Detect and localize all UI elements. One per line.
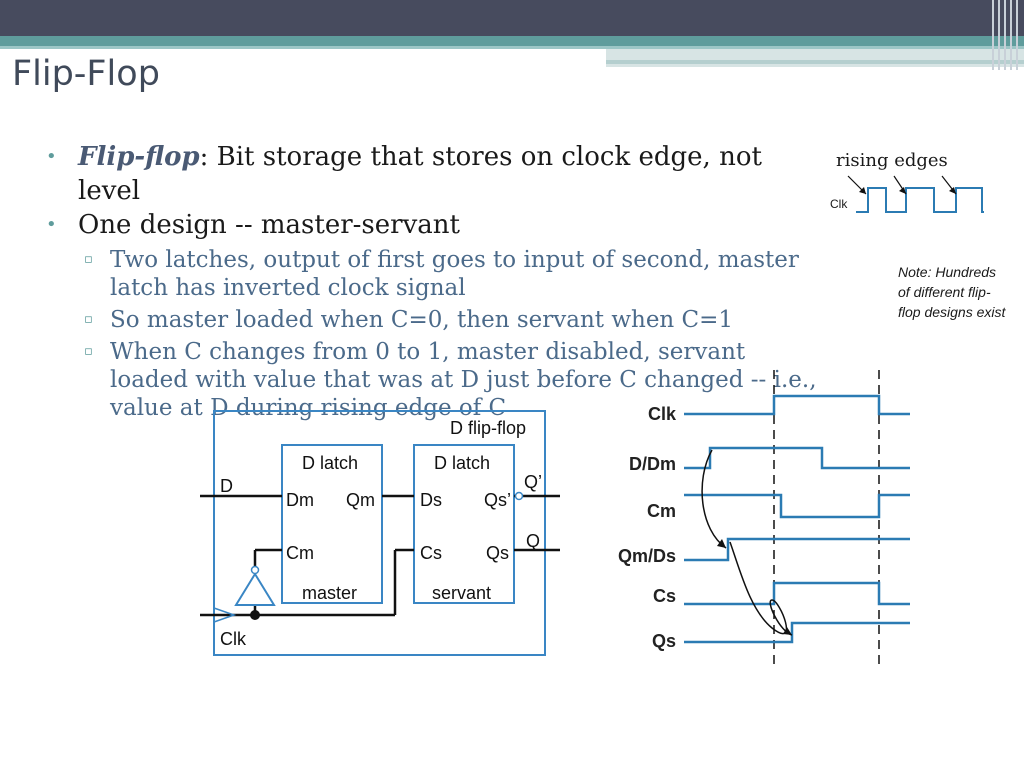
master-header: D latch	[302, 453, 358, 473]
timing-signal-label: Cs	[653, 586, 676, 606]
arrow-head-icon	[783, 627, 792, 635]
bullet-item: • One design -- master-servant	[46, 208, 826, 242]
waveform-ddm	[684, 446, 910, 470]
accent-bar	[0, 36, 1024, 46]
inverter-gate-icon	[234, 572, 276, 606]
cm-pin-label: Cm	[286, 543, 314, 563]
note-text: Note: Hundreds of different flip-flop de…	[898, 264, 1006, 320]
sub-bullet-text: So master loaded when C=0, then servant …	[110, 307, 734, 333]
rising-clk-label: Clk	[830, 197, 848, 211]
q-output-label: Q	[526, 531, 540, 551]
sub-bullet-item: ▫ When C changes from 0 to 1, master dis…	[46, 338, 826, 422]
slide-title: Flip-Flop	[12, 54, 160, 94]
timing-signal-label: Qs	[652, 631, 676, 651]
servant-header: D latch	[434, 453, 490, 473]
sub-bullet-text: Two latches, output of first goes to inp…	[110, 247, 799, 301]
flip-flop-circuit: D flip-flop D latch D latch D Dm Qm Ds Q…	[200, 410, 560, 656]
timing-signal-label: D/Dm	[629, 454, 676, 474]
timing-signal-label: Clk	[648, 404, 677, 424]
cause-arrow	[701, 449, 727, 549]
waveform-qs	[684, 621, 910, 644]
master-name-label: master	[302, 583, 357, 603]
timing-signal-label: Cm	[647, 501, 676, 521]
bullet-text: : Bit storage that stores on clock edge,…	[78, 142, 762, 206]
bullet-dot-icon: •	[46, 146, 57, 167]
arrow-head-icon	[717, 539, 726, 548]
servant-name-label: servant	[432, 583, 491, 603]
qm-pin-label: Qm	[346, 490, 375, 510]
servant-latch-box	[413, 444, 515, 604]
waveform-cs	[684, 581, 910, 606]
sub-bullet-item: ▫ Two latches, output of first goes to i…	[46, 246, 826, 302]
qs-pin-label: Qs	[486, 543, 509, 563]
clk-input-label: Clk	[220, 629, 247, 649]
rising-edges-label: rising edges	[836, 150, 948, 171]
bullet-item: • Flip-flop: Bit storage that stores on …	[46, 140, 826, 208]
top-header-bar	[0, 0, 1024, 36]
waveform-clk	[684, 394, 910, 416]
flip-flop-outline	[213, 410, 546, 656]
rising-edges-waveform	[847, 175, 984, 213]
circuit-title: D flip-flop	[450, 418, 526, 438]
bullet-text: One design -- master-servant	[78, 210, 460, 240]
sub-bullet-text: When C changes from 0 to 1, master disab…	[110, 339, 817, 421]
bullet-list: • Flip-flop: Bit storage that stores on …	[46, 140, 826, 422]
sub-bullet-square-icon: ▫	[84, 252, 93, 267]
cause-arrow	[729, 541, 793, 636]
dm-pin-label: Dm	[286, 490, 314, 510]
right-accent-strip	[606, 49, 1024, 67]
bullet-term: Flip-flop	[78, 142, 200, 172]
sub-bullet-item: ▫ So master loaded when C=0, then servan…	[46, 306, 826, 334]
qs-bar-pin-label: Qs’	[484, 490, 511, 510]
q-bar-output-label: Q’	[524, 472, 542, 492]
accent-bar-light	[0, 46, 1024, 49]
timing-signal-label: Qm/Ds	[618, 546, 676, 566]
master-latch-box	[281, 444, 383, 604]
ds-pin-label: Ds	[420, 490, 442, 510]
waveform-qmds	[684, 537, 910, 562]
d-input-label: D	[220, 476, 233, 496]
cs-pin-label: Cs	[420, 543, 442, 563]
corner-stripes	[990, 0, 1024, 70]
sub-bullet-square-icon: ▫	[84, 344, 93, 359]
right-accent-strip-line	[606, 60, 1024, 64]
sub-bullet-square-icon: ▫	[84, 312, 93, 327]
bullet-dot-icon: •	[46, 214, 57, 235]
waveform-cm	[684, 493, 910, 519]
